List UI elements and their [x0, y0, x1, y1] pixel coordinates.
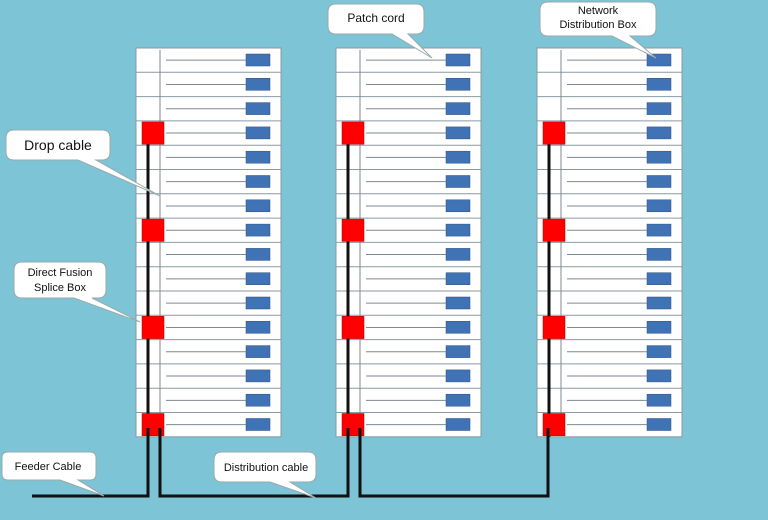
network-box-callout: Network Distribution Box [539, 1, 657, 59]
port-module [245, 321, 271, 334]
feeder-cable-line [32, 428, 150, 498]
splice-box [141, 218, 165, 242]
fusion-splice-callout: Direct Fusion Splice Box [13, 261, 141, 323]
port-module [245, 175, 271, 188]
port-module [445, 223, 471, 237]
feeder-cable-callout: Feeder Cable [1, 451, 105, 497]
port-module [245, 126, 271, 140]
port-module [445, 321, 471, 334]
port-module [245, 102, 271, 115]
splice-box [141, 316, 165, 339]
port-module [245, 223, 271, 237]
rack-2 [335, 47, 482, 438]
distribution-cable-callout: Distribution cable [213, 451, 317, 499]
fusion-label-line1: Direct Fusion [28, 267, 93, 279]
port-module [245, 248, 271, 261]
port-module [445, 78, 471, 91]
port-module [245, 199, 271, 213]
port-module [445, 393, 471, 407]
port-module [445, 126, 471, 140]
splice-box [542, 121, 566, 145]
port-module [445, 272, 471, 285]
splice-box [542, 413, 566, 437]
port-module [646, 102, 672, 115]
port-module [646, 175, 672, 188]
drop-cable-callout: Drop cable [5, 129, 161, 197]
port-module [445, 296, 471, 310]
callouts-layer: Patch cord Network Distribution Box Drop… [1, 1, 657, 499]
port-module [245, 78, 271, 91]
splice-box [341, 316, 365, 339]
splice-box [542, 316, 566, 339]
port-module [646, 248, 672, 261]
port-module [245, 345, 271, 358]
port-module [445, 175, 471, 188]
port-module [646, 393, 672, 407]
splice-box [141, 121, 165, 145]
port-module [646, 223, 672, 237]
port-module [646, 126, 672, 140]
port-module [646, 345, 672, 358]
network-box-label-line2: Distribution Box [559, 19, 637, 31]
port-module [646, 321, 672, 334]
patch-cord-label: Patch cord [347, 11, 404, 25]
port-module [245, 393, 271, 407]
port-module [245, 272, 271, 285]
port-module [445, 369, 471, 383]
port-module [445, 418, 471, 431]
patch-cord-callout: Patch cord [327, 3, 433, 59]
racks-layer [135, 47, 683, 438]
rack-3 [536, 47, 683, 438]
distribution-cable-line [158, 428, 550, 498]
port-module [646, 272, 672, 285]
distribution-cable-label: Distribution cable [224, 462, 308, 474]
port-module [646, 418, 672, 431]
port-module [445, 345, 471, 358]
drop-cable-label: Drop cable [24, 137, 92, 153]
port-module [445, 248, 471, 261]
port-module [245, 369, 271, 383]
feeder-cable-label: Feeder Cable [15, 461, 82, 473]
port-module [245, 296, 271, 310]
port-module [245, 53, 271, 67]
splice-box [341, 218, 365, 242]
port-module [646, 78, 672, 91]
splice-box [341, 121, 365, 145]
port-module [646, 150, 672, 164]
splice-box [542, 218, 566, 242]
port-module [445, 53, 471, 67]
fusion-label-line2: Splice Box [34, 282, 86, 294]
port-module [445, 150, 471, 164]
port-module [646, 199, 672, 213]
port-module [245, 418, 271, 431]
port-module [646, 296, 672, 310]
network-box-label-line1: Network [578, 5, 619, 17]
port-module [445, 102, 471, 115]
port-module [445, 199, 471, 213]
rack-1 [135, 47, 282, 438]
port-module [245, 150, 271, 164]
port-module [646, 369, 672, 383]
cables-layer [32, 428, 550, 498]
